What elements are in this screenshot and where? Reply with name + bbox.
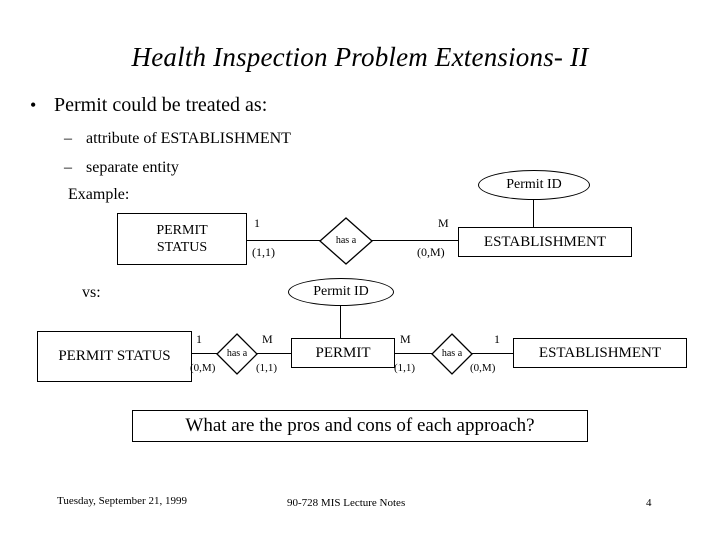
question-text: What are the pros and cons of each appro…	[185, 415, 535, 436]
diagram-two-card-est-max: 1	[494, 332, 500, 346]
diagram-one-link-right	[372, 240, 459, 242]
diagram-two-card-permit-left-max: M	[262, 332, 273, 346]
diamond-icon	[216, 333, 258, 375]
diagram-one-entity-permit-status-line2: STATUS	[156, 240, 208, 255]
diagram-one-relationship-has-a[interactable]: has a	[319, 217, 373, 265]
diagram-two-link-establishment	[472, 353, 514, 355]
vs-label: vs:	[82, 284, 101, 301]
diagram-one-card-left-minmax: (1,1)	[252, 245, 275, 259]
dash-icon: –	[64, 130, 72, 147]
diagram-one-card-left-max: 1	[254, 216, 260, 230]
diamond-icon	[431, 333, 473, 375]
diagram-two-entity-permit-label: PERMIT	[315, 344, 371, 361]
diagram-one-entity-permit-status[interactable]: PERMIT STATUS	[117, 213, 247, 265]
diagram-one-link-left	[247, 240, 320, 242]
diagram-one-card-right-minmax: (0,M)	[417, 245, 445, 259]
bullet-level2-attribute: –attribute of ESTABLISHMENT	[64, 128, 291, 150]
bullet-level1: • Permit could be treated as:	[30, 92, 267, 118]
dash-icon: –	[64, 159, 72, 176]
diagram-two-link-permit-right	[395, 353, 432, 355]
diagram-one-relationship-label: has a	[335, 235, 357, 246]
diagram-two-link-permit-left	[257, 353, 292, 355]
bullet-level2-entity: –separate entity	[64, 157, 179, 179]
footer-date: Tuesday, September 21, 1999	[57, 495, 187, 507]
footer-center-text: 90-728 MIS Lecture Notes	[287, 497, 406, 509]
diagram-one-card-right-max: M	[438, 216, 449, 230]
diagram-two-relationship-left-has-a[interactable]: has a	[216, 333, 258, 375]
diagram-one-entity-establishment[interactable]: ESTABLISHMENT	[458, 227, 632, 257]
diagram-two-card-ps-max: 1	[196, 332, 202, 346]
diagram-two-card-permit-right-max: M	[400, 332, 411, 346]
diagram-two-entity-establishment[interactable]: ESTABLISHMENT	[513, 338, 687, 368]
diagram-two-card-permit-left-minmax: (1,1)	[256, 362, 278, 374]
diagram-one-attribute-permit-id[interactable]: Permit ID	[478, 170, 590, 200]
diagram-one-attribute-connector	[533, 200, 535, 228]
bullet-dot-icon: •	[30, 95, 37, 115]
diagram-two-entity-permit-status-label: PERMIT STATUS	[58, 348, 171, 364]
diagram-two-attribute-connector	[340, 306, 342, 339]
bullet-level2-entity-label: separate entity	[86, 159, 179, 176]
diamond-icon	[319, 217, 373, 265]
diagram-one-attribute-permit-id-label: Permit ID	[506, 177, 562, 192]
bullet-level1-label: Permit could be treated as:	[54, 94, 268, 116]
diagram-two-card-permit-right-minmax: (1,1)	[394, 362, 416, 374]
diagram-two-card-est-minmax: (0,M)	[470, 362, 496, 374]
example-label: Example:	[68, 186, 130, 203]
diagram-two-relationship-left-label: has a	[226, 348, 248, 359]
diagram-two-card-ps-minmax: (0,M)	[190, 362, 216, 374]
diagram-one-entity-establishment-label: ESTABLISHMENT	[483, 233, 607, 250]
diagram-two-link-ps	[192, 353, 220, 355]
diagram-two-relationship-right-has-a[interactable]: has a	[431, 333, 473, 375]
diagram-one-entity-permit-status-line1: PERMIT	[156, 223, 208, 238]
diagram-two-attribute-permit-id[interactable]: Permit ID	[288, 278, 394, 306]
diagram-two-entity-permit[interactable]: PERMIT	[291, 338, 395, 368]
diagram-two-attribute-permit-id-label: Permit ID	[313, 284, 369, 299]
diagram-two-relationship-right-label: has a	[441, 348, 463, 359]
diagram-two-entity-establishment-label: ESTABLISHMENT	[538, 344, 662, 361]
diagram-two-entity-permit-status[interactable]: PERMIT STATUS	[37, 331, 192, 382]
footer-page-number: 4	[646, 497, 652, 509]
bullet-level2-attribute-label: attribute of ESTABLISHMENT	[86, 130, 291, 147]
question-box[interactable]: What are the pros and cons of each appro…	[132, 410, 588, 442]
page-title: Health Inspection Problem Extensions- II	[131, 42, 589, 72]
